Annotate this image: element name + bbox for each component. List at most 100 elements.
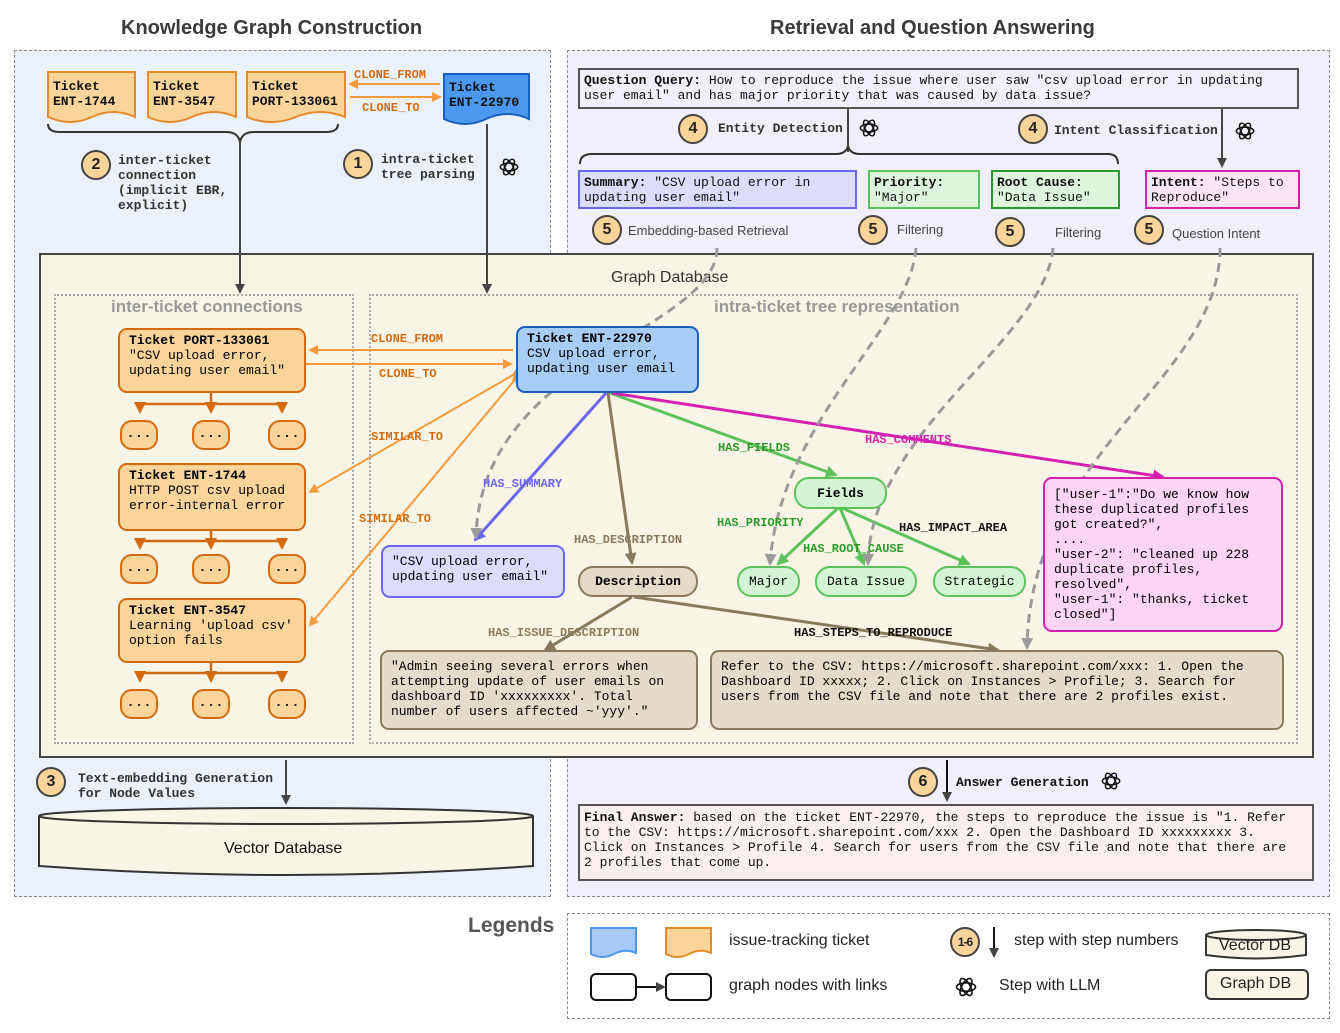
step-3-label: Text-embedding Generation for Node Value… [78, 771, 274, 801]
has-impact-area-label: HAS_IMPACT_AREA [899, 521, 1008, 535]
step-5-badge: 5 [858, 215, 888, 245]
root-node-body: CSV upload error, updating user email [527, 346, 676, 376]
inter-node-title: Ticket PORT-133061 [129, 333, 270, 348]
child-node: ... [192, 554, 230, 584]
llm-icon [1101, 772, 1121, 790]
step-1-badge: 1 [343, 149, 373, 179]
root-cause-entity-label: Root Cause: [997, 175, 1083, 190]
summary-node: "CSV upload error, updating user email" [381, 545, 565, 598]
legend-vector-db-label: Vector DB [1219, 937, 1292, 954]
has-steps-to-reproduce-label: HAS_STEPS_TO_REPRODUCE [794, 626, 953, 640]
legend-graph-db-label: Graph DB [1220, 975, 1292, 992]
inter-node-body: Learning 'upload csv' option fails [129, 618, 293, 648]
fields-node: Fields [794, 477, 887, 509]
question-query-box: Question Query: How to reproduce the iss… [578, 68, 1299, 109]
step-5-badge: 5 [592, 215, 622, 245]
step-4-badge: 4 [678, 114, 708, 144]
final-answer-text: based on the ticket ENT-22970, the steps… [584, 810, 1287, 870]
child-node: ... [192, 689, 230, 719]
intent-classification-label: Intent Classification [1054, 123, 1218, 138]
question-query-text: How to reproduce the issue where user sa… [584, 73, 1263, 103]
priority-entity-value: "Major" [874, 190, 929, 205]
major-node: Major [737, 566, 800, 597]
has-description-label: HAS_DESCRIPTION [574, 533, 683, 547]
child-node: ... [268, 554, 306, 584]
child-node: ... [120, 420, 158, 450]
similar-to-label: SIMILAR_TO [371, 430, 444, 444]
clone-from-label: CLONE_FROM [371, 332, 444, 346]
final-answer-label: Final Answer: [584, 810, 686, 825]
priority-entity-label: Priority: [874, 175, 945, 190]
legend-nodes-label: graph nodes with links [729, 977, 888, 994]
root-cause-entity-value: "Data Issue" [997, 190, 1091, 205]
step-2-badge: 2 [81, 150, 111, 180]
inter-node-ent-3547: Ticket ENT-3547 Learning 'upload csv' op… [118, 598, 306, 663]
root-node-ent-22970: Ticket ENT-22970 CSV upload error, updat… [516, 326, 699, 393]
root-node-title: Ticket ENT-22970 [527, 331, 652, 346]
inter-node-body: HTTP POST csv upload error-internal erro… [129, 483, 286, 513]
ticket-ent-3547: Ticket ENT-3547 [153, 79, 216, 109]
intent-entity-value: "Steps to Reproduce" [1151, 175, 1284, 205]
has-comments-label: HAS_COMMENTS [865, 433, 952, 447]
steps-to-reproduce-node: Refer to the CSV: https://microsoft.shar… [710, 650, 1284, 730]
summary-entity-value: "CSV upload error in updating user email… [584, 175, 811, 205]
step-6-badge: 6 [908, 767, 938, 797]
graph-database-title: Graph Database [611, 269, 729, 286]
clone-from-label-top: CLONE_FROM [354, 68, 427, 82]
has-fields-label: HAS_FIELDS [718, 441, 791, 455]
ticket-ent-1744: Ticket ENT-1744 [53, 79, 116, 109]
issue-description-node: "Admin seeing several errors when attemp… [380, 650, 698, 730]
comments-node: ["user-1":"Do we know how these duplicat… [1043, 477, 1283, 632]
description-node: Description [578, 566, 698, 597]
has-summary-label: HAS_SUMMARY [483, 477, 563, 491]
inter-node-title: Ticket ENT-3547 [129, 603, 247, 618]
data-issue-node: Data Issue [815, 566, 917, 597]
llm-icon [955, 977, 977, 997]
ticket-shape-port-133061 [246, 71, 346, 123]
legend-step-label: step with step numbers [1014, 932, 1179, 949]
ticket-port-133061: Ticket PORT-133061 [252, 79, 338, 109]
step-3-badge: 3 [36, 767, 66, 797]
inter-node-ent-1744: Ticket ENT-1744 HTTP POST csv upload err… [118, 463, 306, 531]
similar-to-label: SIMILAR_TO [359, 512, 432, 526]
ticket-shape-ent-1744 [47, 71, 136, 123]
legend-panel [567, 913, 1330, 1019]
clone-to-label-top: CLONE_TO [362, 101, 420, 115]
ticket-shape-ent-22970 [443, 73, 530, 125]
child-node: ... [268, 420, 306, 450]
inter-node-port-133061: Ticket PORT-133061 "CSV upload error, up… [118, 328, 306, 393]
entity-detection-label: Entity Detection [718, 121, 843, 136]
step-5-badge: 5 [1134, 215, 1164, 245]
child-node: ... [120, 554, 158, 584]
summary-entity-box: Summary: "CSV upload error in updating u… [578, 170, 857, 209]
has-issue-description-label: HAS_ISSUE_DESCRIPTION [488, 626, 640, 640]
llm-icon [1235, 122, 1255, 140]
intent-entity-box: Intent: "Steps to Reproduce" [1145, 170, 1300, 209]
question-query-label: Question Query: [584, 73, 702, 88]
legend-step-badge: 1-6 [950, 927, 980, 957]
has-root-cause-label: HAS_ROOT_CAUSE [803, 542, 904, 556]
answer-generation-label: Answer Generation [956, 775, 1089, 790]
filtering-label: Filtering [1055, 225, 1102, 240]
intent-entity-label: Intent: [1151, 175, 1206, 190]
inter-node-body: "CSV upload error, updating user email" [129, 348, 286, 378]
kg-construction-header: Knowledge Graph Construction [121, 17, 423, 39]
legend-ticket-label: issue-tracking ticket [729, 932, 870, 949]
embedding-retrieval-label: Embedding-based Retrieval [628, 223, 789, 238]
step-2-label: inter-ticket connection (implicit EBR, e… [118, 153, 228, 213]
filtering-label: Filtering [897, 222, 944, 237]
legend-llm-label: Step with LLM [999, 977, 1101, 994]
child-node: ... [120, 689, 158, 719]
llm-icon [499, 158, 519, 176]
llm-icon [859, 119, 879, 137]
clone-to-label: CLONE_TO [379, 367, 437, 381]
has-priority-label: HAS_PRIORITY [717, 516, 804, 530]
final-answer-box: Final Answer: based on the ticket ENT-22… [578, 804, 1314, 881]
step-5-badge: 5 [995, 217, 1025, 247]
ticket-shape-ent-3547 [147, 71, 237, 123]
intra-ticket-title: intra-ticket tree representation [714, 297, 960, 316]
summary-entity-label: Summary: [584, 175, 647, 190]
vector-database-label: Vector Database [224, 840, 343, 857]
